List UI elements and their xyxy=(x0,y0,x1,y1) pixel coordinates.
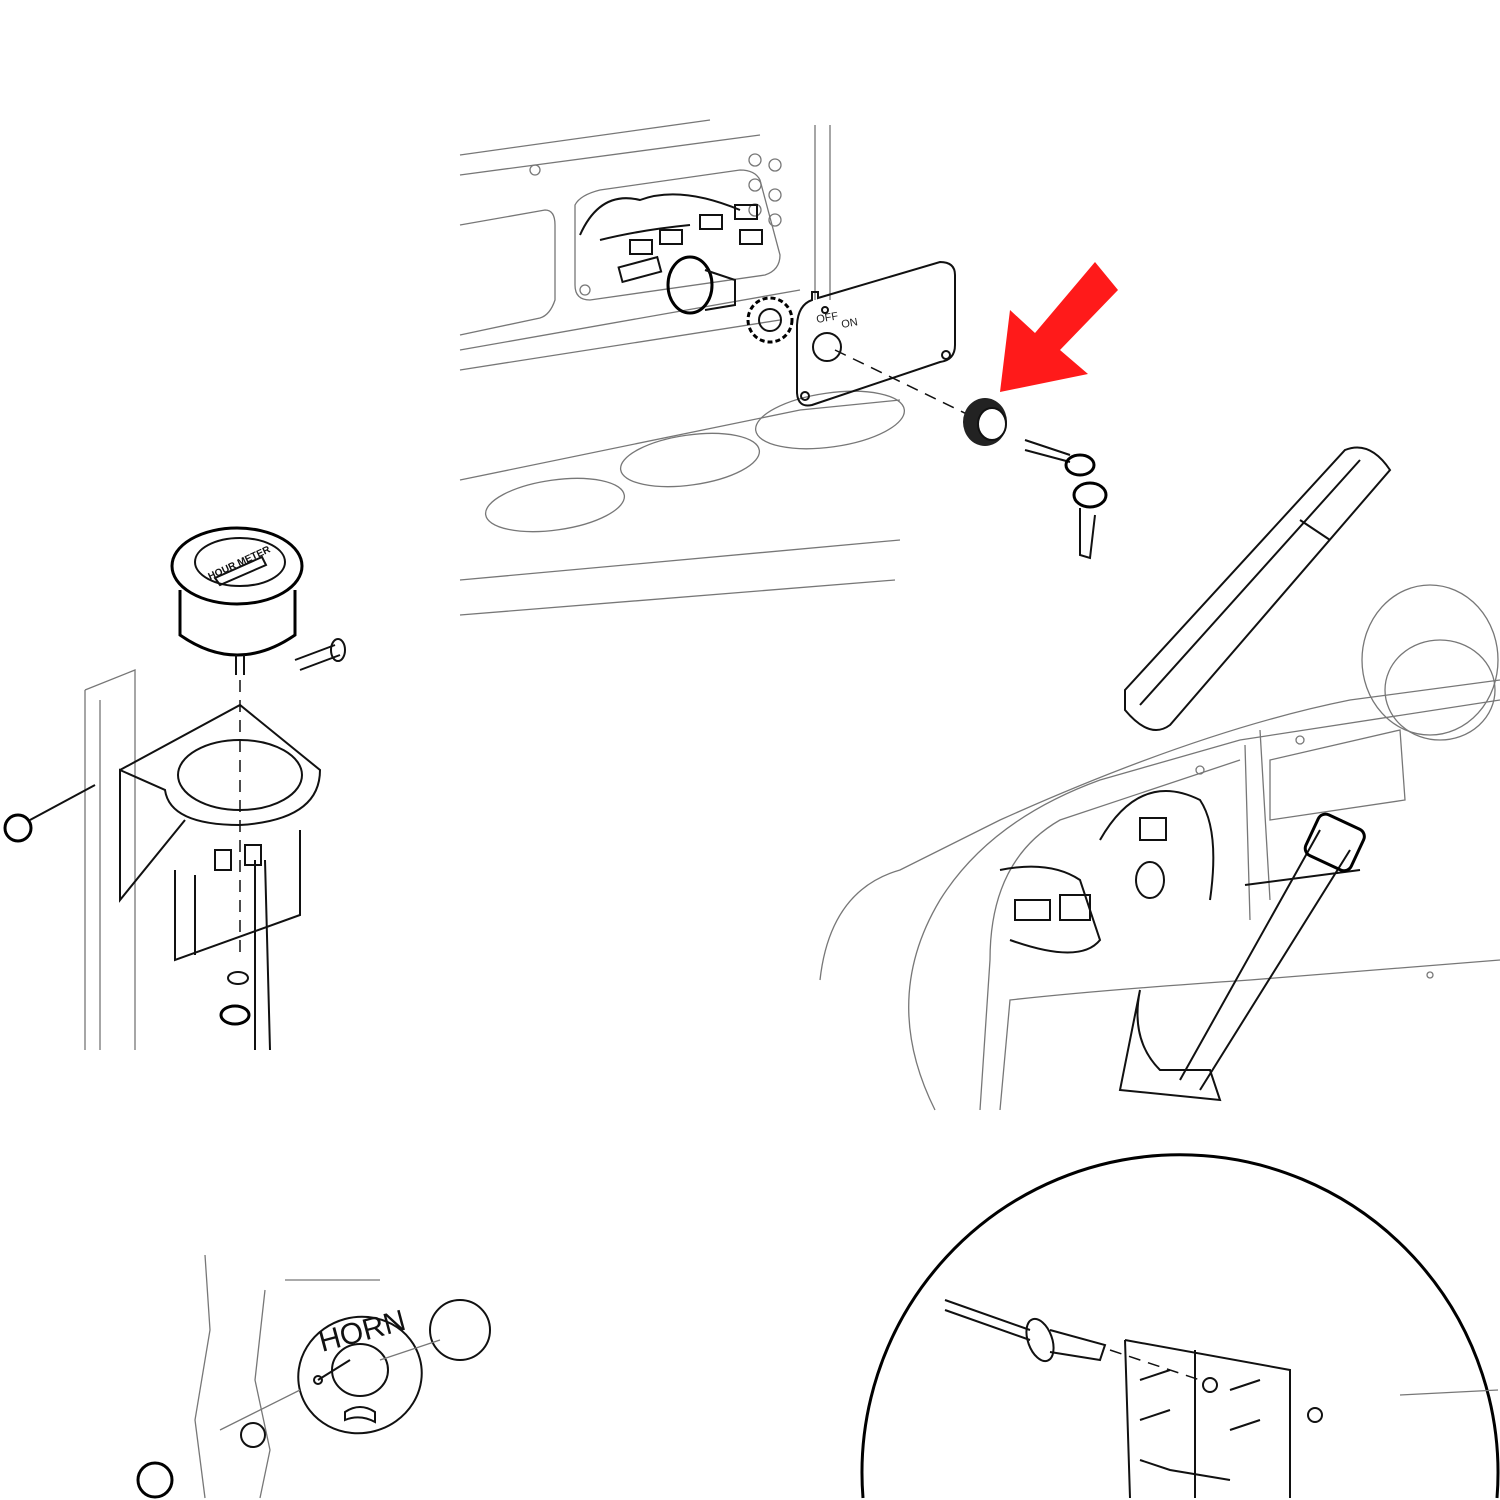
hour-meter-bracket xyxy=(3,669,322,1051)
ignition-keys xyxy=(1024,439,1108,560)
ignition-switch-body xyxy=(617,255,736,315)
wire-connectors xyxy=(579,193,763,255)
off-label: OFF xyxy=(815,310,839,326)
dash-panel-top xyxy=(459,119,906,616)
ignition-cap-ring xyxy=(963,398,1007,446)
on-label: ON xyxy=(840,316,858,331)
dash-assembly xyxy=(819,584,1500,1111)
steering-column-cover xyxy=(1124,446,1392,731)
detail-inset xyxy=(860,1153,1500,1499)
ignition-switch-plate: OFF ON xyxy=(796,260,976,419)
lock-washer xyxy=(746,296,794,344)
highlight-arrow-icon xyxy=(1000,262,1118,392)
horn-assembly: HORN xyxy=(136,1254,491,1499)
hour-meter: HOUR METER xyxy=(170,526,346,675)
horn-label: HORN xyxy=(315,1304,409,1359)
